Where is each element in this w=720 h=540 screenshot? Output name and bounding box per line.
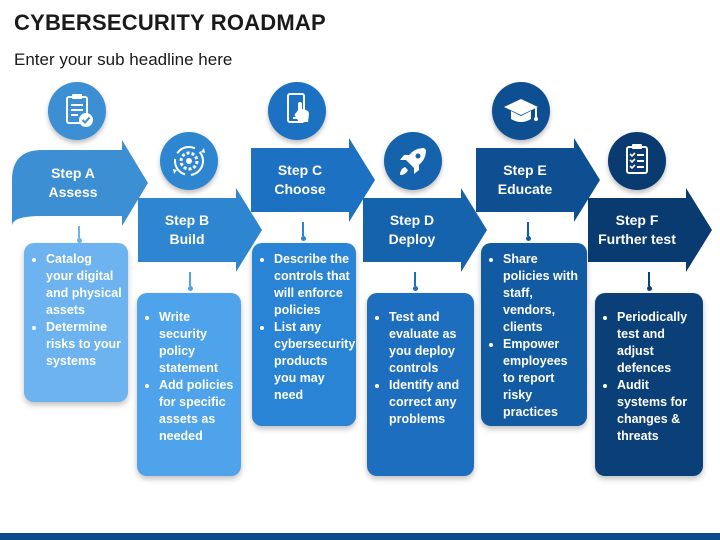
step-f-arrow-shape bbox=[588, 188, 712, 272]
step-e-arrow-shape bbox=[476, 138, 600, 222]
step-c-icon-circle bbox=[268, 82, 326, 140]
step-b-bullet-2: Add policies for specific assets as need… bbox=[159, 377, 235, 445]
step-a-bullet-1: Catalog your digital and physical assets bbox=[46, 251, 122, 319]
step-a-label: Step A bbox=[51, 165, 95, 181]
step-f-connector bbox=[648, 272, 650, 286]
step-b-name: Build bbox=[169, 231, 205, 247]
step-a-arrow: Step A Assess bbox=[12, 140, 148, 226]
step-a-dot bbox=[76, 238, 82, 243]
step-e-card: Share policies with staff, vendors, clie… bbox=[481, 243, 587, 426]
step-b-arrow: Step B Build bbox=[138, 188, 262, 272]
step-d-dot bbox=[412, 286, 418, 291]
step-b-bullet-1: Write security policy statement bbox=[159, 309, 235, 377]
step-c-dot bbox=[300, 236, 306, 241]
step-c-arrow: Step C Choose bbox=[251, 138, 375, 222]
step-b-icon-circle bbox=[160, 132, 218, 190]
step-e-icon-circle bbox=[492, 82, 550, 140]
step-d-connector bbox=[414, 272, 416, 286]
step-a-arrow-shape bbox=[12, 140, 148, 226]
step-a-name: Assess bbox=[48, 184, 98, 200]
graduation-cap-icon bbox=[504, 99, 538, 122]
step-e-bullet-2: Empower employees to report risky practi… bbox=[503, 336, 581, 421]
step-e-connector bbox=[527, 222, 529, 236]
step-e-arrow: Step E Educate bbox=[476, 138, 600, 222]
step-e-dot bbox=[525, 236, 531, 241]
step-d-card: Test and evaluate as you deploy controls… bbox=[367, 293, 474, 476]
step-b-connector bbox=[189, 272, 191, 286]
step-b-card: Write security policy statement Add poli… bbox=[137, 293, 241, 476]
step-f-icon-circle bbox=[608, 132, 666, 190]
page-title: CYBERSECURITY ROADMAP bbox=[14, 10, 326, 35]
step-f-arrow: Step F Further test bbox=[588, 188, 712, 272]
step-e-label: Step E bbox=[503, 162, 547, 178]
step-d-arrow-shape bbox=[363, 188, 487, 272]
step-f-bullet-2: Audit systems for changes & threats bbox=[617, 377, 697, 445]
mobile-touch-icon bbox=[287, 93, 309, 123]
step-a-card: Catalog your digital and physical assets… bbox=[24, 243, 128, 402]
step-e-bullet-1: Share policies with staff, vendors, clie… bbox=[503, 251, 581, 336]
clipboard-check-icon bbox=[66, 94, 93, 127]
step-c-name: Choose bbox=[274, 181, 326, 197]
step-c-connector bbox=[302, 222, 304, 236]
step-d-bullet-2: Identify and correct any problems bbox=[389, 377, 468, 428]
step-c-bullet-2: List any cybersecurity products you may … bbox=[274, 319, 355, 404]
step-e-name: Educate bbox=[497, 181, 553, 197]
step-f-label: Step F bbox=[615, 212, 659, 228]
step-a-bullet-2: Determine risks to your systems bbox=[46, 319, 122, 370]
step-f-dot bbox=[646, 286, 652, 291]
page-subtitle: Enter your sub headline here bbox=[14, 50, 233, 69]
bottom-bar bbox=[0, 533, 720, 540]
rocket-icon bbox=[400, 148, 426, 175]
checklist-icon bbox=[626, 144, 648, 174]
step-c-arrow-shape bbox=[251, 138, 375, 222]
step-f-bullet-1: Periodically test and adjust defences bbox=[617, 309, 697, 377]
step-c-card: Describe the controls that will enforce … bbox=[252, 243, 356, 426]
step-f-card: Periodically test and adjust defences Au… bbox=[595, 293, 703, 476]
step-d-bullet-1: Test and evaluate as you deploy controls bbox=[389, 309, 468, 377]
step-b-dot bbox=[187, 286, 193, 291]
gear-cycle-icon bbox=[173, 146, 205, 176]
step-b-label: Step B bbox=[164, 212, 210, 228]
step-d-name: Deploy bbox=[388, 231, 436, 247]
step-b-arrow-shape bbox=[138, 188, 262, 272]
step-c-label: Step C bbox=[277, 162, 323, 178]
step-d-label: Step D bbox=[389, 212, 435, 228]
step-d-arrow: Step D Deploy bbox=[363, 188, 487, 272]
step-a-icon-circle bbox=[48, 82, 106, 140]
step-a-connector bbox=[78, 226, 80, 240]
step-c-bullet-1: Describe the controls that will enforce … bbox=[274, 251, 350, 319]
step-d-icon-circle bbox=[384, 132, 442, 190]
step-f-name: Further test bbox=[598, 231, 676, 247]
